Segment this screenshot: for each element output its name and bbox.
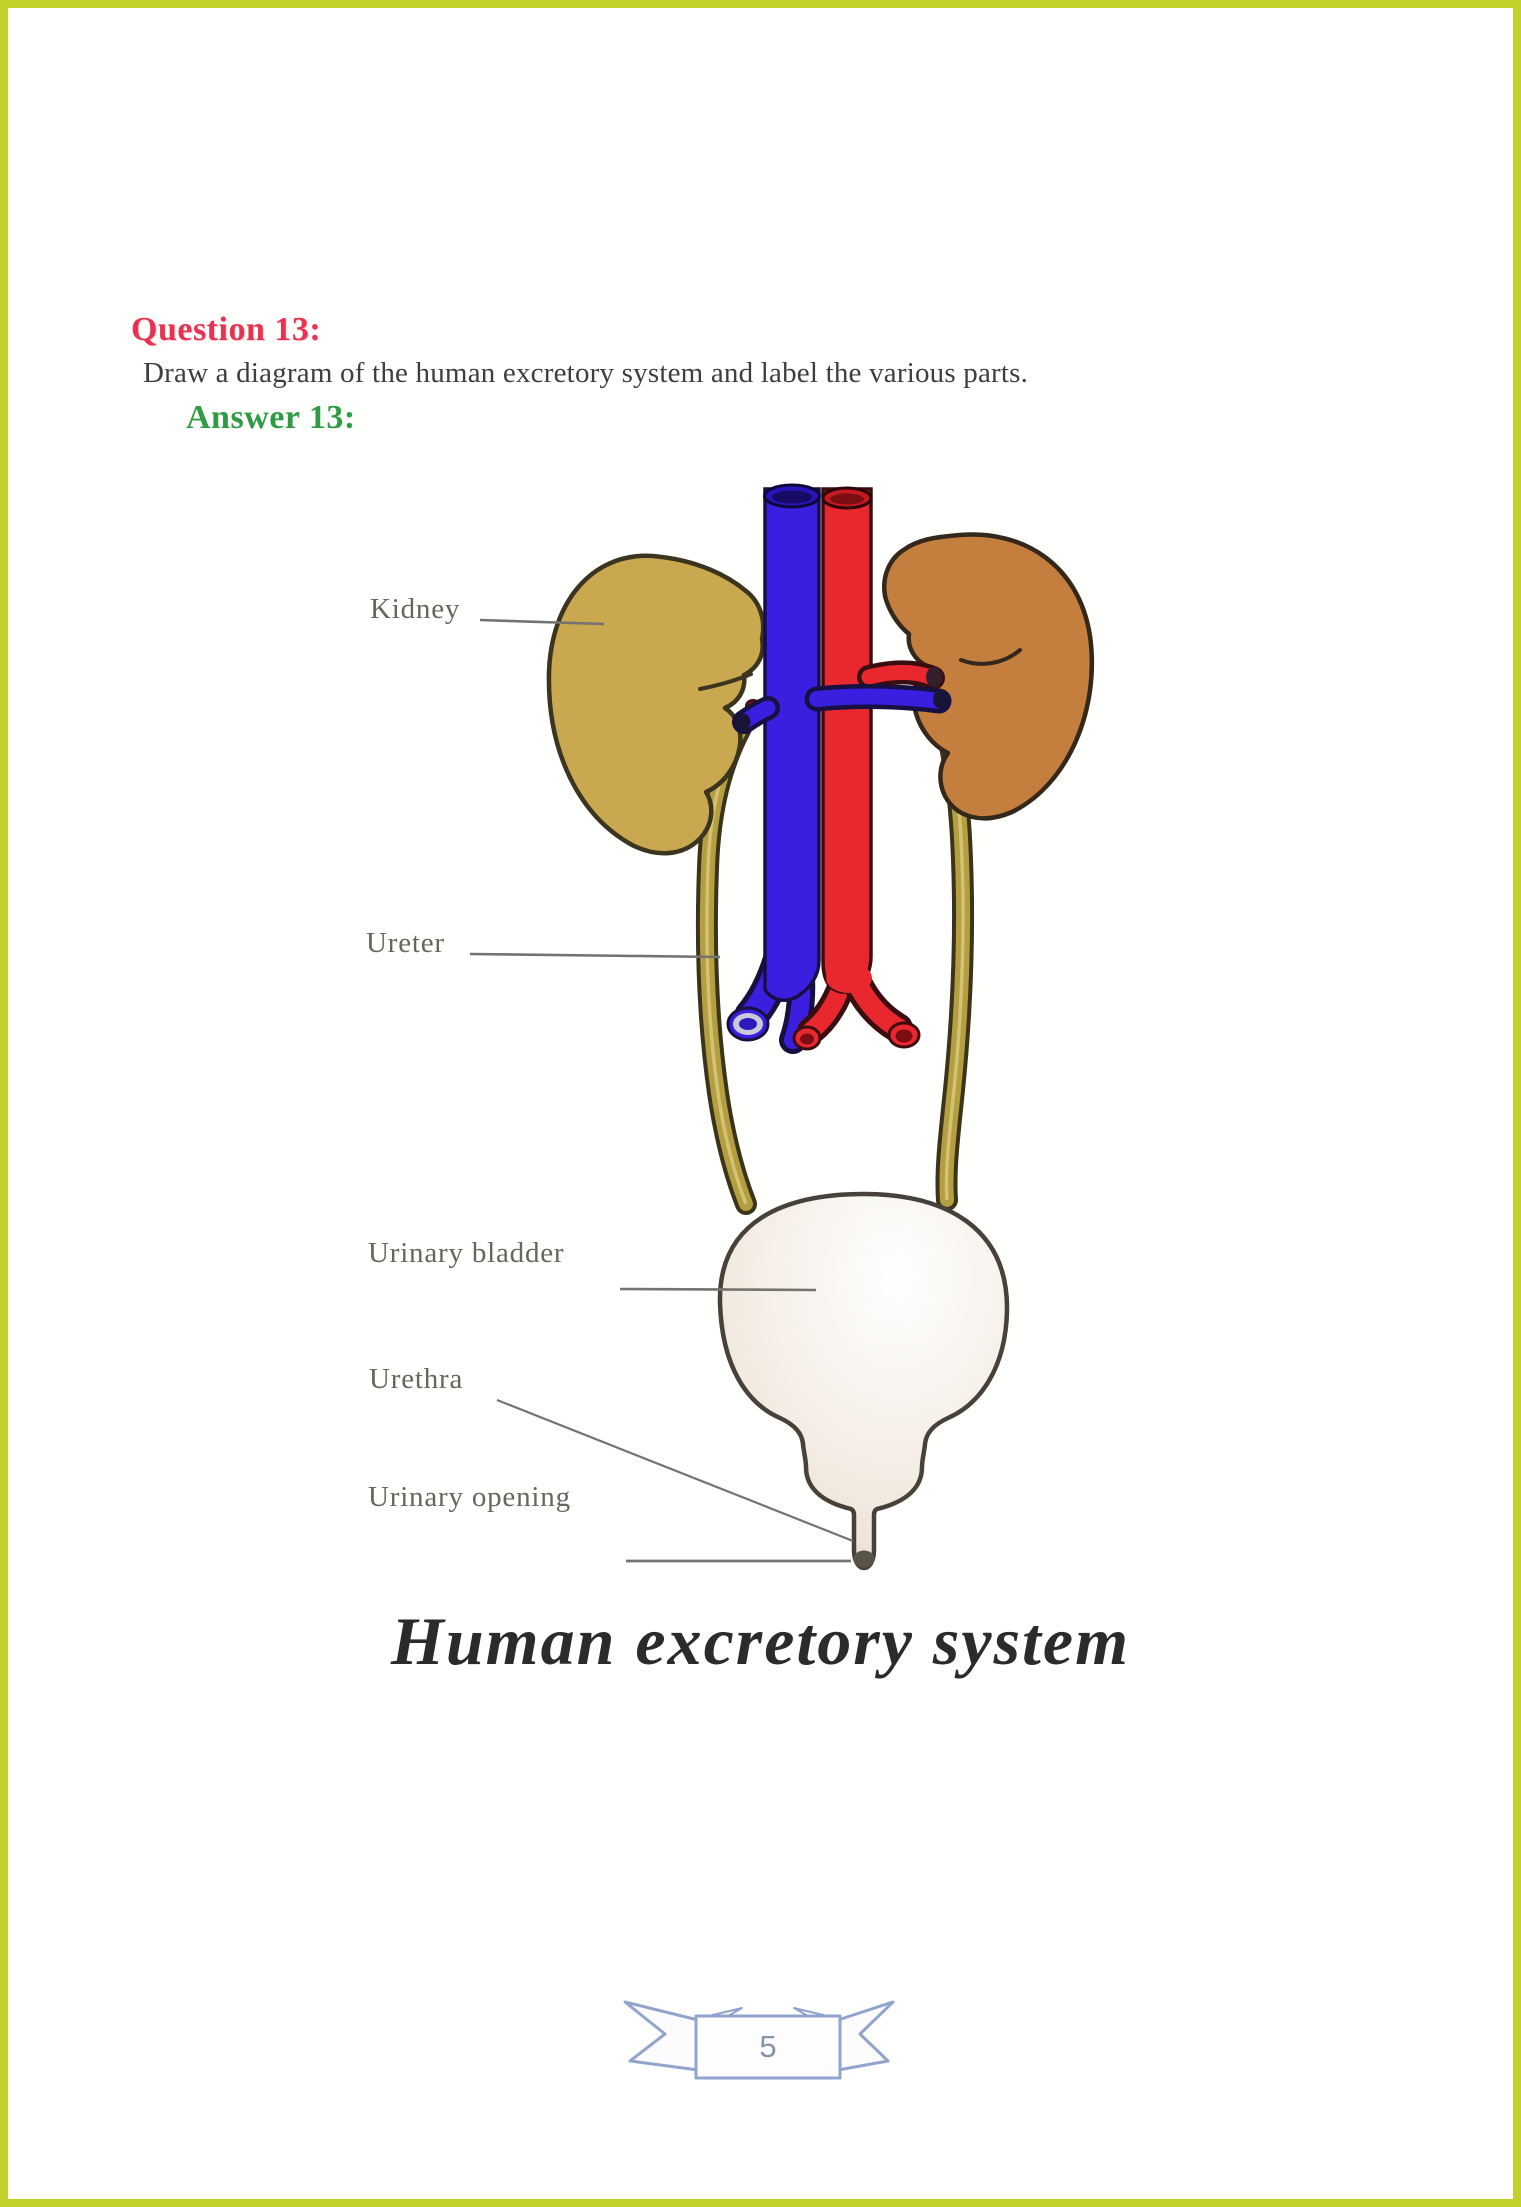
figure-caption: Human excretory system	[390, 1603, 1131, 1679]
question-text: Draw a diagram of the human excretory sy…	[143, 357, 1029, 389]
ureter-label: Ureter	[366, 927, 445, 959]
kidney-leader-line	[479, 618, 605, 626]
left-kidney-shape	[546, 553, 766, 856]
page-number-ribbon	[623, 2000, 895, 2080]
ribbon-center-panel	[694, 2014, 842, 2080]
urethra-label: Urethra	[369, 1363, 464, 1395]
excretory-system-figure	[469, 483, 1095, 2080]
right-kidney-shape	[882, 532, 1095, 821]
ribbon-right-tail	[836, 2000, 895, 2072]
urinary-opening-tip	[853, 1550, 875, 1568]
urethra-leader-line	[496, 1398, 854, 1543]
urinary-bladder-label: Urinary bladder	[368, 1237, 565, 1269]
aorta-shape	[792, 486, 921, 1051]
answer-label: Answer 13:	[186, 399, 356, 436]
left-ureter-shape	[695, 717, 757, 1215]
kidney-label: Kidney	[370, 593, 461, 625]
leader-lines	[469, 618, 854, 1563]
renal-vessels	[732, 660, 952, 734]
ribbon-left-tail	[623, 2000, 700, 2072]
ureter-leader-line	[469, 952, 721, 959]
question-label: Question 13:	[131, 311, 322, 348]
bladder-shape	[717, 1191, 1010, 1571]
bladder-leader-line	[619, 1287, 817, 1292]
urinary-opening-label: Urinary opening	[368, 1481, 571, 1513]
vena-cava-shape	[726, 483, 821, 1054]
page-number: 5	[759, 2029, 777, 2064]
